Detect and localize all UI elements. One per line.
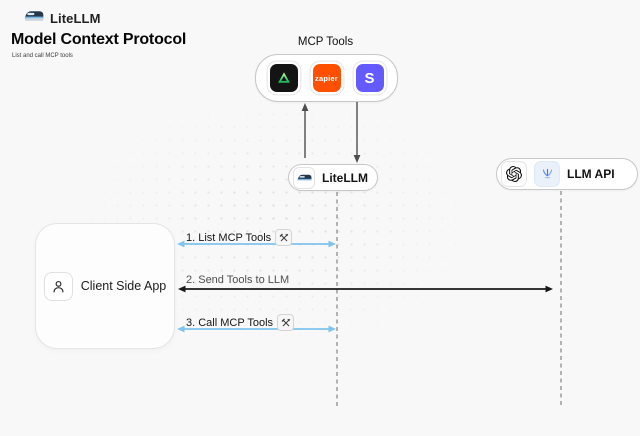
person-icon [43,271,73,301]
openai-icon [501,161,527,187]
flow3-label-row: 3. Call MCP Tools [186,314,295,331]
tools-icon [277,314,295,331]
tools-icon [275,229,293,246]
mcp-tools-group[interactable]: zapier S [255,54,398,102]
zapier-icon[interactable]: zapier [312,64,341,92]
flow3-label: 3. Call MCP Tools [186,316,274,329]
mcp-tools-label: MCP Tools [297,36,354,48]
client-side-app-node[interactable]: Client Side App [35,223,175,349]
stripe-letter: S [364,69,375,87]
litellm-node-label: LiteLLM [322,170,368,185]
client-side-app-label: Client Side App [80,279,167,293]
arrow-down-head [353,155,361,163]
flow1-right-head [328,240,336,248]
litellm-train-icon [293,166,315,189]
page-title: Model Context Protocol [11,31,187,48]
flow2-label: 2. Send Tools to LLM [186,274,290,286]
flow3-left-head [177,325,185,333]
flow1-left-head [177,240,185,248]
stripe-icon[interactable]: S [355,64,384,92]
flow3-right-head [328,325,336,333]
arrow-up-head [301,103,309,111]
brand: LiteLLM [24,9,101,27]
llm-provider-icon [534,161,560,187]
triangle-tool-icon[interactable] [269,64,298,92]
brand-name: LiteLLM [50,10,101,26]
flow2-right-head [545,285,553,293]
flow2-label-row: 2. Send Tools to LLM [186,274,289,286]
zapier-wordmark: zapier [315,73,338,83]
litellm-node[interactable]: LiteLLM [288,164,378,191]
page-subtitle: List and call MCP tools [12,53,73,59]
flow1-label: 1. List MCP Tools [186,231,272,244]
flow1-label-row: 1. List MCP Tools [186,229,293,246]
llm-api-node-label: LLM API [567,167,615,181]
llm-api-node[interactable]: LLM API [496,158,638,190]
flow2-left-head [178,285,186,293]
litellm-train-icon [24,9,44,27]
